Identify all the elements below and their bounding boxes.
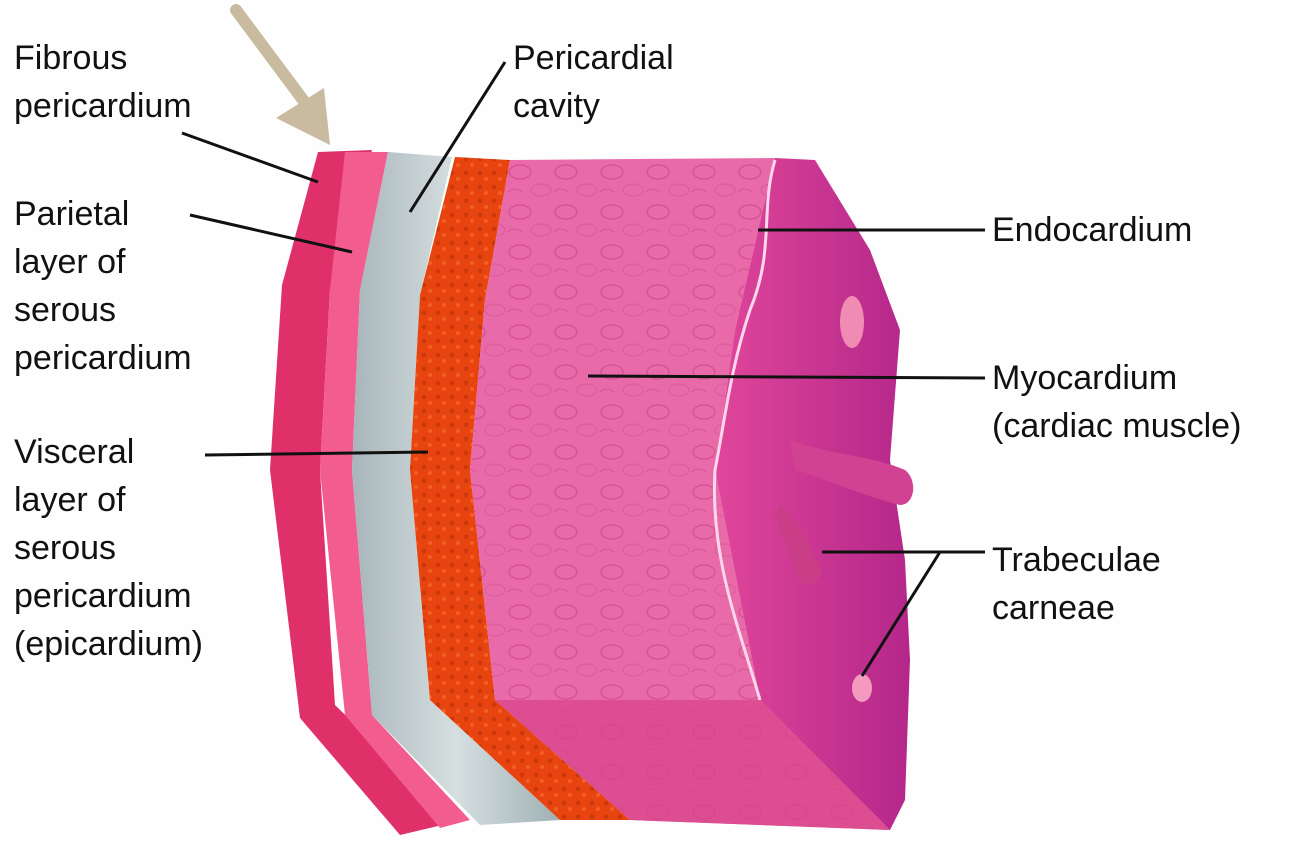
label-line: (cardiac muscle) [992, 402, 1241, 450]
label-line: pericardium [14, 334, 192, 382]
direction-arrow [236, 10, 330, 145]
label-line: pericardium [14, 572, 203, 620]
label-line: cavity [513, 82, 674, 130]
label-line: serous [14, 286, 192, 334]
label-line: Parietal [14, 190, 192, 238]
label-line: Trabeculae [992, 536, 1161, 584]
label-line: layer of [14, 476, 203, 524]
label-parietal-layer: Parietal layer of serous pericardium [14, 190, 192, 382]
label-visceral-layer: Visceral layer of serous pericardium (ep… [14, 428, 203, 668]
label-line: Myocardium [992, 354, 1241, 402]
label-fibrous-pericardium: Fibrous pericardium [14, 34, 192, 130]
label-line: Endocardium [992, 206, 1192, 254]
label-trabeculae-carneae: Trabeculae carneae [992, 536, 1161, 632]
label-line: Fibrous [14, 34, 192, 82]
leader-fibrous [182, 133, 318, 182]
label-myocardium: Myocardium (cardiac muscle) [992, 354, 1241, 450]
label-line: Pericardial [513, 34, 674, 82]
label-line: Visceral [14, 428, 203, 476]
label-line: layer of [14, 238, 192, 286]
label-line: (epicardium) [14, 620, 203, 668]
label-line: carneae [992, 584, 1161, 632]
label-endocardium: Endocardium [992, 206, 1192, 254]
label-pericardial-cavity: Pericardial cavity [513, 34, 674, 130]
leader-myocardium [588, 376, 985, 378]
label-line: serous [14, 524, 203, 572]
label-line: pericardium [14, 82, 192, 130]
